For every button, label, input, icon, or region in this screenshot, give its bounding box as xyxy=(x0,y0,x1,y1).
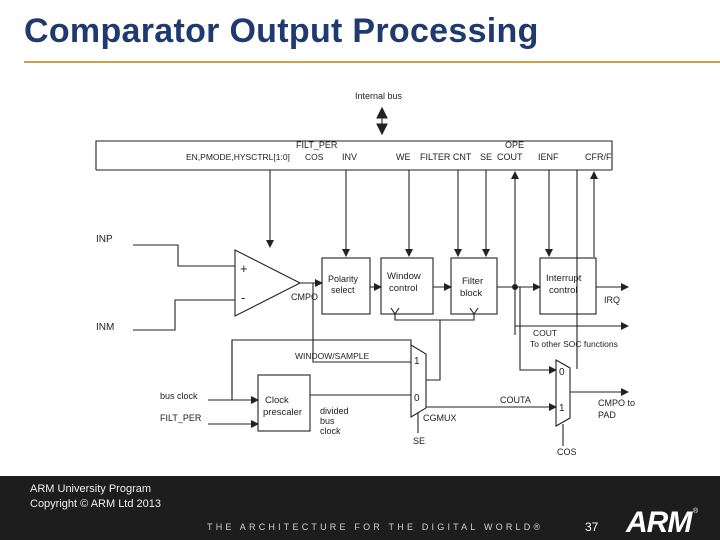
bus-clock-label: bus clock xyxy=(160,391,198,401)
cout-register-label: COUT xyxy=(497,152,523,162)
irq-label: IRQ xyxy=(604,295,620,305)
cos-select-label: COS xyxy=(557,447,577,457)
footer-bar: ARM University Program Copyright © ARM L… xyxy=(0,476,720,540)
divided-clock-line1: divided xyxy=(320,406,349,416)
polarity-block-line1: Polarity xyxy=(328,274,359,284)
copyright-notice: Copyright © ARM Ltd 2013 xyxy=(30,498,162,510)
se-select-label: SE xyxy=(413,436,425,446)
comparator-block-diagram: Internal bus FILT_PER EN,PMODE,HYSCTRL[1… xyxy=(95,91,635,457)
page-title: Comparator Output Processing xyxy=(24,12,539,50)
to-soc-label: To other SOC functions xyxy=(530,339,618,349)
pad-label: PAD xyxy=(598,410,616,420)
divided-clock-line2: bus xyxy=(320,416,335,426)
title-divider xyxy=(24,61,720,63)
interrupt-block-line2: control xyxy=(549,285,578,296)
program-name: ARM University Program xyxy=(30,483,152,495)
filter-cnt-register-label: FILTER CNT xyxy=(420,152,472,162)
divided-clock-line3: clock xyxy=(320,426,341,436)
comparator-minus-sign: - xyxy=(241,290,245,305)
window-block-line2: control xyxy=(389,283,418,294)
en-pmode-register-label: EN,PMODE,HYSCTRL[1:0] xyxy=(186,152,290,162)
polarity-block-line2: select xyxy=(331,285,355,295)
se-register-label: SE xyxy=(480,152,492,162)
window-sample-label: WINDOW/SAMPLE xyxy=(295,351,369,361)
footer-credits: ARM University Program Copyright © ARM L… xyxy=(30,482,161,512)
filter-block-line1: Filter xyxy=(462,276,483,287)
cgmux-input-0: 0 xyxy=(414,393,420,404)
interrupt-block-line1: Interrupt xyxy=(546,273,582,284)
clock-block-line1: Clock xyxy=(265,395,289,406)
bus-junction-dot xyxy=(512,284,518,290)
filt-per-register-label: FILT_PER xyxy=(296,140,338,150)
we-register-label: WE xyxy=(396,152,411,162)
cmpo-output-label: CMPO xyxy=(291,292,318,302)
ope-register-label: OPE xyxy=(505,140,524,150)
footer-tagline: THE ARCHITECTURE FOR THE DIGITAL WORLD® xyxy=(207,522,544,532)
inv-register-label: INV xyxy=(342,152,357,162)
couta-label: COUTA xyxy=(500,395,531,405)
outmux-input-0: 0 xyxy=(559,367,565,378)
outmux-input-1: 1 xyxy=(559,403,565,414)
comparator-plus-sign: + xyxy=(240,261,248,276)
internal-bus-label: Internal bus xyxy=(355,91,403,101)
page-number: 37 xyxy=(585,520,599,534)
filt-per-input-label: FILT_PER xyxy=(160,413,202,423)
cgmux-label: CGMUX xyxy=(423,413,457,423)
inp-label: INP xyxy=(96,234,113,245)
clock-block-line2: prescaler xyxy=(263,407,302,418)
window-block-line1: Window xyxy=(387,271,421,282)
cfrf-register-label: CFR/F xyxy=(585,152,612,162)
cmpo-to-label: CMPO to xyxy=(598,398,635,408)
inm-label: INM xyxy=(96,322,114,333)
cout-soc-label: COUT xyxy=(533,328,557,338)
arm-logo-trademark: ® xyxy=(693,508,699,515)
ienf-register-label: IENF xyxy=(538,152,559,162)
arm-logo: ARM xyxy=(626,506,692,539)
filter-block-line2: block xyxy=(460,288,482,299)
cos-register-label: COS xyxy=(305,152,324,162)
cgmux-input-1: 1 xyxy=(414,356,420,367)
